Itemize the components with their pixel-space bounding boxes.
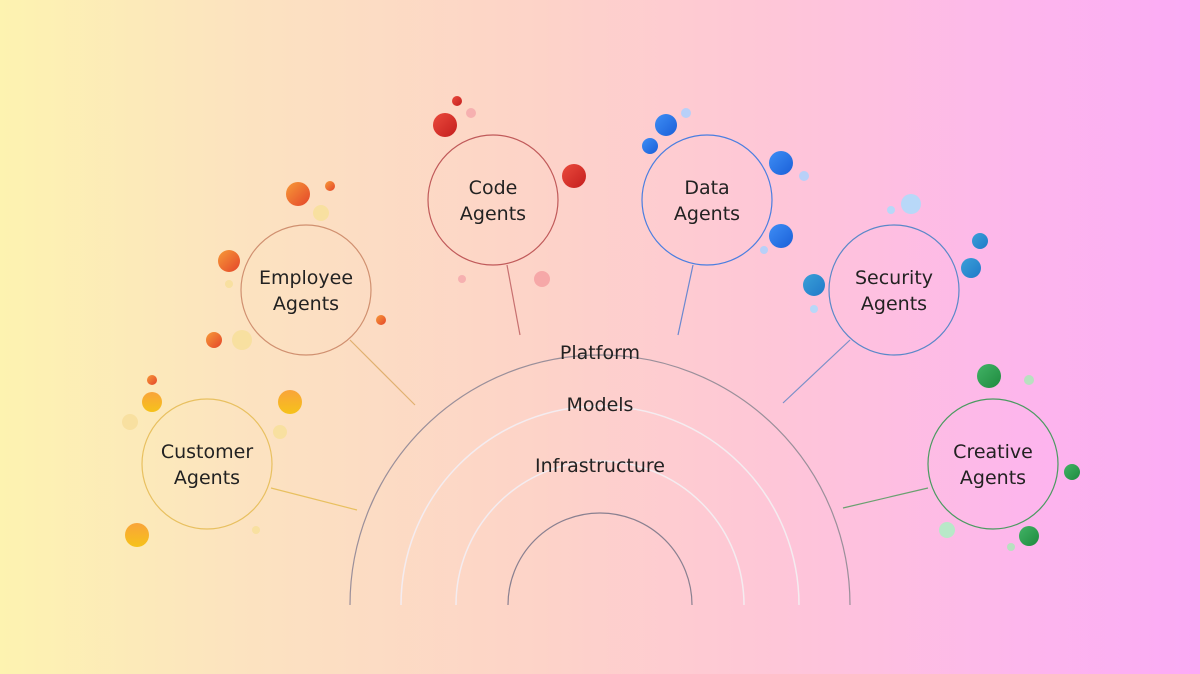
node-creative-agents[interactable]: Creative Agents: [927, 398, 1059, 530]
connector-customer: [270, 487, 358, 511]
connector-security: [782, 339, 851, 404]
node-label-line2: Agents: [273, 293, 339, 315]
node-label-line1: Code: [469, 177, 518, 199]
layer-arcs: [349, 354, 851, 606]
layer-infrastructure: Infrastructure: [535, 455, 665, 477]
node-data-agents[interactable]: Data Agents: [641, 134, 773, 266]
node-label-line2: Agents: [960, 467, 1026, 489]
node-label-line1: Security: [855, 267, 933, 289]
node-label-line2: Agents: [674, 203, 740, 225]
node-employee-agents[interactable]: Employee Agents: [240, 224, 372, 356]
connector-creative: [842, 487, 929, 509]
infrastructure-arc: [455, 460, 745, 606]
core-arc: [507, 512, 693, 606]
models-arc: [400, 405, 800, 606]
node-label-line1: Data: [684, 177, 729, 199]
node-label-line1: Customer: [161, 441, 253, 463]
node-security-agents[interactable]: Security Agents: [828, 224, 960, 356]
node-label-line1: Creative: [953, 441, 1033, 463]
node-customer-agents[interactable]: Customer Agents: [141, 398, 273, 530]
layer-models: Models: [567, 394, 634, 416]
node-code-agents[interactable]: Code Agents: [427, 134, 559, 266]
layer-platform: Platform: [560, 342, 640, 364]
node-label-line2: Agents: [861, 293, 927, 315]
platform-arc: [349, 354, 851, 606]
node-label-line1: Employee: [259, 267, 353, 289]
node-label-line2: Agents: [174, 467, 240, 489]
node-label-line2: Agents: [460, 203, 526, 225]
connector-employee: [349, 339, 416, 406]
connector-code: [506, 264, 521, 336]
decorative-bubbles: [122, 96, 1080, 551]
connector-data: [677, 264, 694, 336]
